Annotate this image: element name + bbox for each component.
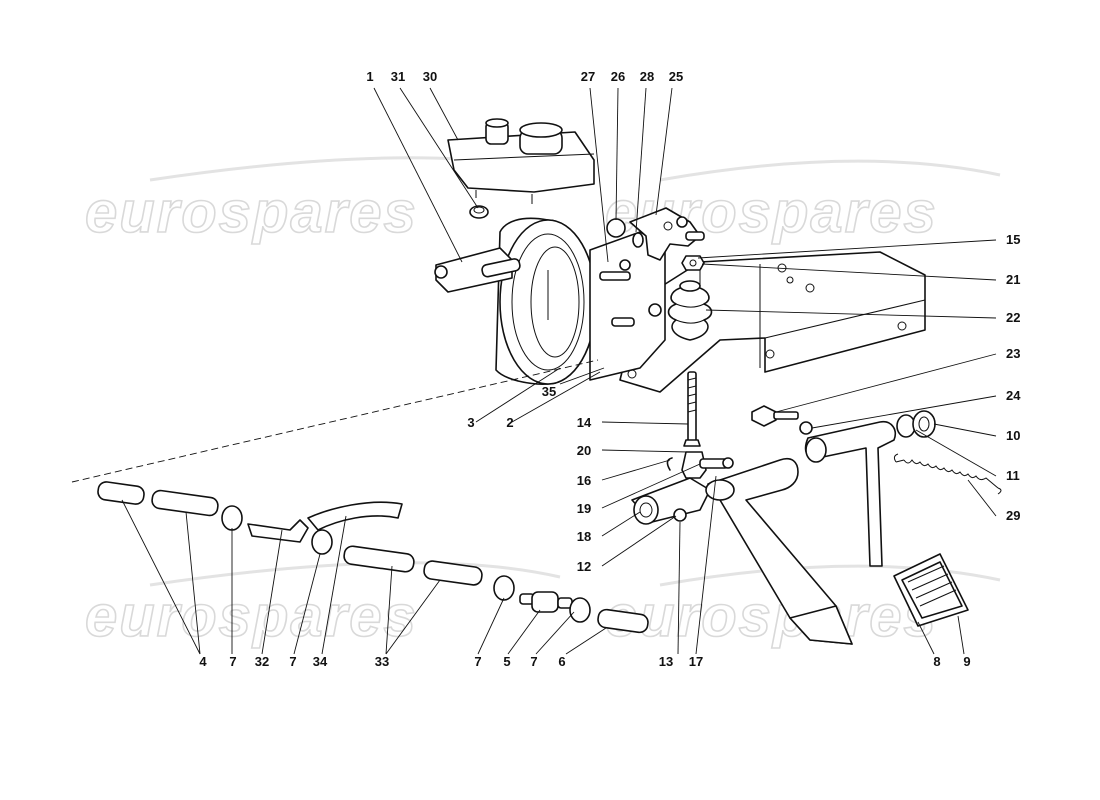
callout-11: 11 xyxy=(1006,468,1020,483)
callout-7: 7 xyxy=(530,654,537,669)
pivot-hardware xyxy=(751,405,936,438)
brake-pedal xyxy=(705,457,853,645)
svg-text:eurospares: eurospares xyxy=(85,584,418,649)
callout-2: 2 xyxy=(506,415,513,430)
grommet xyxy=(469,205,489,219)
callout-7: 7 xyxy=(289,654,296,669)
callout-23: 23 xyxy=(1006,346,1020,361)
nut xyxy=(681,255,705,271)
callout-30: 30 xyxy=(423,69,437,84)
svg-text:eurospares: eurospares xyxy=(85,180,418,245)
push-rod xyxy=(683,371,701,447)
callout-16: 16 xyxy=(577,473,591,488)
callout-24: 24 xyxy=(1006,388,1021,403)
callout-19: 19 xyxy=(577,501,591,516)
callout-5: 5 xyxy=(503,654,510,669)
callout-1: 1 xyxy=(366,69,373,84)
callout-34: 34 xyxy=(313,654,328,669)
callout-29: 29 xyxy=(1006,508,1020,523)
callout-4: 4 xyxy=(199,654,207,669)
master-cylinder xyxy=(434,247,521,293)
callout-9: 9 xyxy=(963,654,970,669)
callout-35: 35 xyxy=(542,384,556,399)
dust-boot xyxy=(667,280,713,341)
return-spring xyxy=(893,453,1002,495)
callout-32: 32 xyxy=(255,654,269,669)
callout-27: 27 xyxy=(581,69,595,84)
callout-13: 13 xyxy=(659,654,673,669)
brake-servo xyxy=(495,217,645,385)
callout-21: 21 xyxy=(1006,272,1020,287)
callout-17: 17 xyxy=(689,654,703,669)
callout-28: 28 xyxy=(640,69,654,84)
clevis-fork xyxy=(666,451,734,479)
callout-3: 3 xyxy=(467,415,474,430)
callout-8: 8 xyxy=(933,654,940,669)
callout-31: 31 xyxy=(391,69,405,84)
callout-7: 7 xyxy=(474,654,481,669)
svg-text:eurospares: eurospares xyxy=(605,584,938,649)
fluid-reservoir xyxy=(447,118,595,204)
switch-assembly xyxy=(606,207,705,261)
pedal-lever xyxy=(631,477,711,525)
callout-22: 22 xyxy=(1006,310,1020,325)
callout-12: 12 xyxy=(577,559,591,574)
mounting-bracket xyxy=(589,231,666,381)
callout-33: 33 xyxy=(375,654,389,669)
callout-20: 20 xyxy=(577,443,591,458)
accelerator-pedal xyxy=(804,420,969,627)
callout-7: 7 xyxy=(229,654,236,669)
callout-15: 15 xyxy=(1006,232,1020,247)
leader-lines xyxy=(121,87,997,655)
callout-18: 18 xyxy=(577,529,591,544)
callout-14: 14 xyxy=(577,415,592,430)
watermark-bottom: eurospares eurospares xyxy=(84,561,1001,650)
callout-10: 10 xyxy=(1006,428,1020,443)
hose-assembly xyxy=(71,359,649,634)
callout-25: 25 xyxy=(669,69,683,84)
callout-labels: 1 31 30 27 26 28 25 15 21 22 23 24 10 11… xyxy=(199,69,1021,669)
callout-6: 6 xyxy=(558,654,565,669)
callout-26: 26 xyxy=(611,69,625,84)
